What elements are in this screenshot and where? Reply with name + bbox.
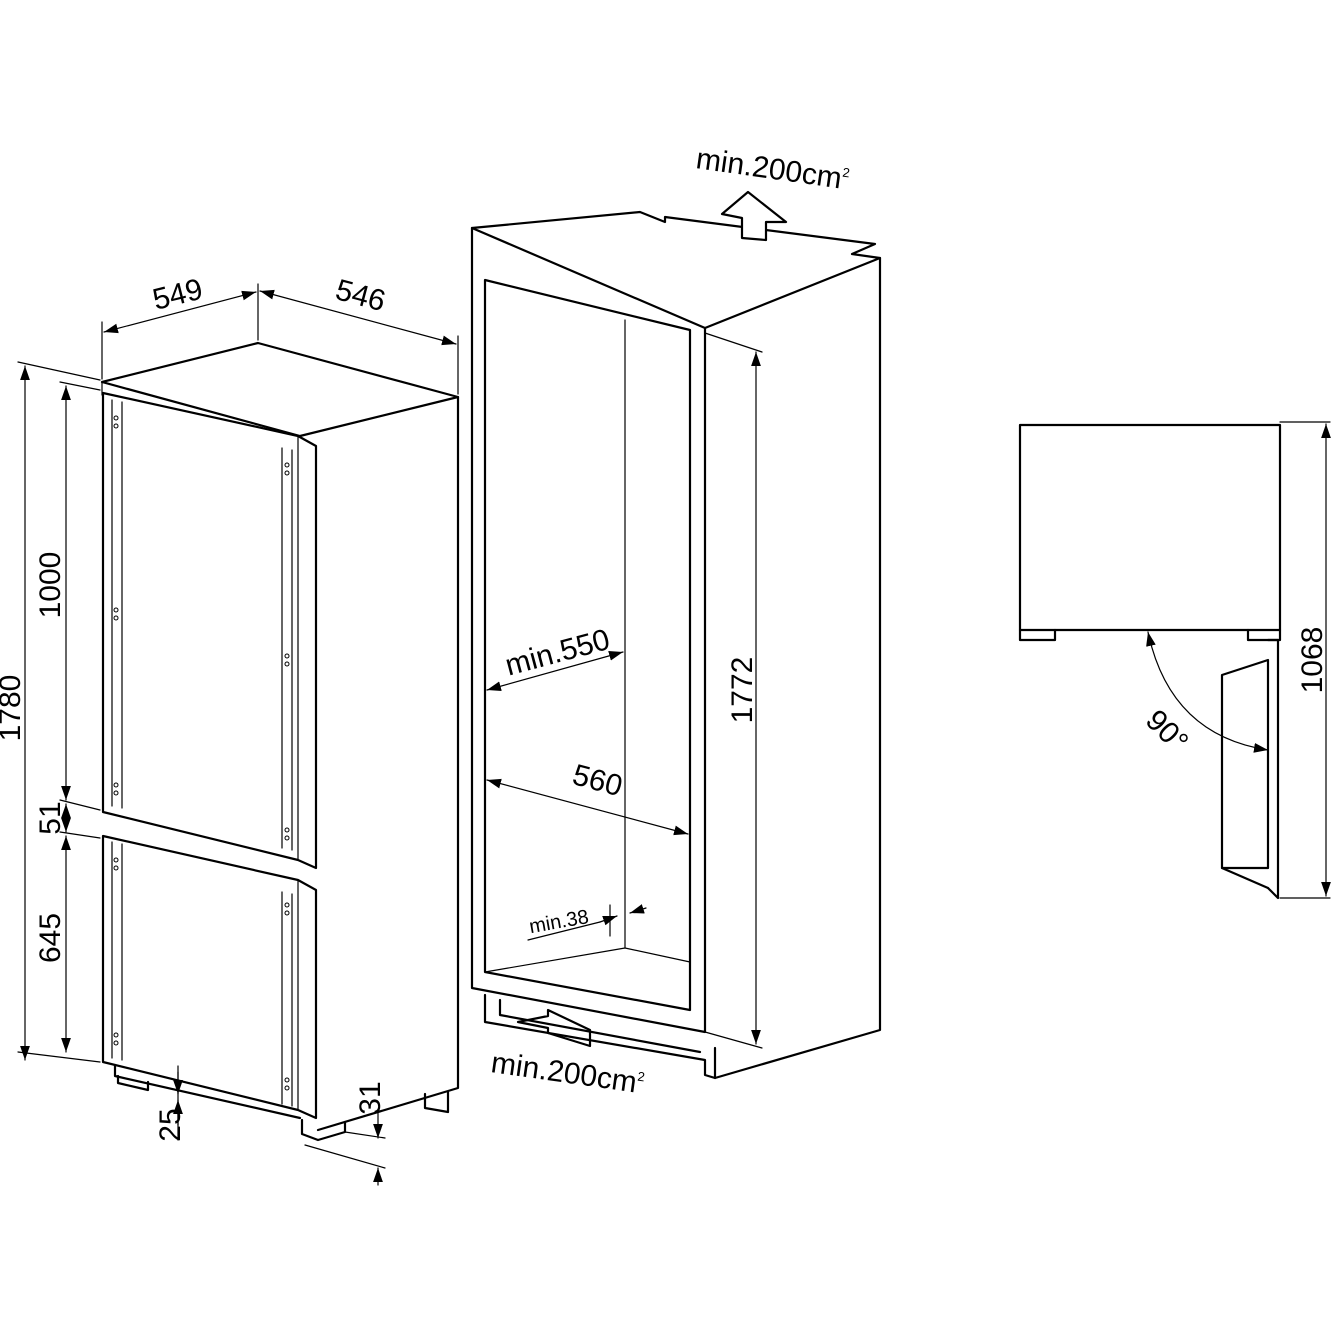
side-foot xyxy=(423,1090,450,1114)
dim-inner-width-label: min.550 xyxy=(502,623,614,683)
vent-bottom-label: min.200cm2 xyxy=(489,1046,646,1100)
top-vent-arrow xyxy=(720,190,788,242)
dim-outer-width-label: 560 xyxy=(569,758,626,803)
fridge-drawing xyxy=(100,341,460,1142)
side-view-drawing: 90° 1068 xyxy=(1018,421,1331,900)
niche-side xyxy=(713,256,882,1080)
front-foot xyxy=(116,1074,150,1092)
dim-gap-label: 51 xyxy=(34,801,67,834)
dim-plinth-label: 25 xyxy=(154,1108,187,1141)
dim-feet-label: 31 xyxy=(354,1081,387,1114)
cabinet-top-view xyxy=(1018,423,1282,632)
niche-dimensions: min.200cm2 min.200cm2 min.550 560 1772 m… xyxy=(486,142,851,1100)
opening-angle-label: 90° xyxy=(1139,704,1194,759)
door-hinge-edge xyxy=(1266,638,1280,900)
dim-plinth-depth-label: min.38 xyxy=(527,906,590,938)
right-bracket xyxy=(1246,628,1282,642)
dim-height-label: 1780 xyxy=(0,675,27,742)
fridge-side-face xyxy=(316,395,460,1132)
left-bracket xyxy=(1018,628,1057,642)
niche-top xyxy=(470,210,882,330)
niche-vent-channel xyxy=(483,993,717,1080)
niche-inner-front xyxy=(483,278,692,1012)
hinge-holes xyxy=(113,415,290,1091)
dim-width-label: 549 xyxy=(149,273,206,317)
side-height-label: 1068 xyxy=(1296,627,1329,694)
fridge-dimensions: 549 546 1780 1000 51 645 25 31 xyxy=(0,273,459,1186)
fridge-plinth xyxy=(113,1063,302,1120)
rear-foot xyxy=(300,1118,347,1142)
upper-door xyxy=(101,391,318,870)
niche-back-edge xyxy=(484,319,691,973)
bottom-vent-arrow xyxy=(516,1008,592,1048)
dim-lower-door-label: 645 xyxy=(34,913,67,963)
dim-niche-height-label: 1772 xyxy=(726,657,759,724)
dim-depth-label: 546 xyxy=(332,273,389,318)
vent-top-label: min.200cm2 xyxy=(694,142,851,196)
dim-upper-door-label: 1000 xyxy=(34,552,67,619)
open-door-panel xyxy=(1220,658,1270,870)
lower-door xyxy=(101,834,318,1120)
